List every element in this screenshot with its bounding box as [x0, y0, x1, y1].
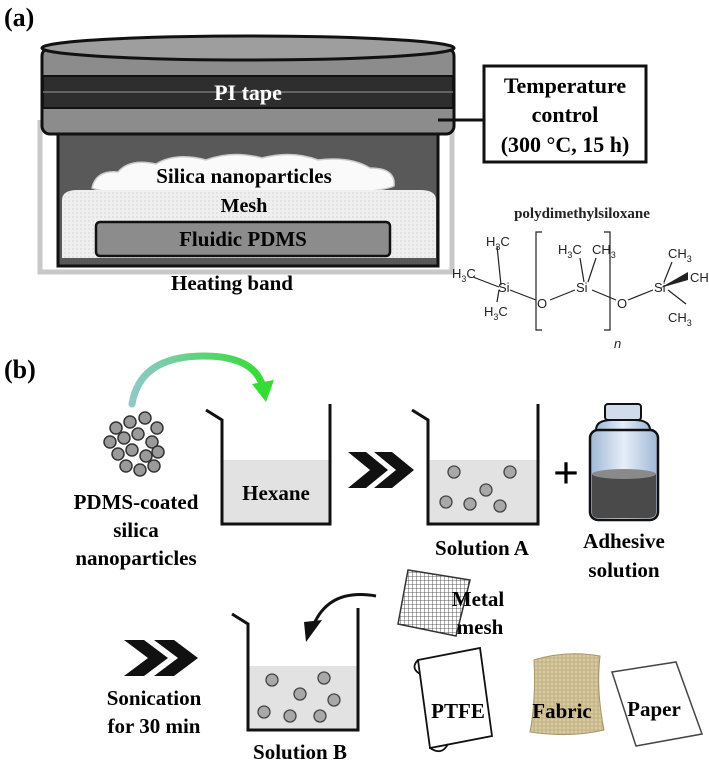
solution-b-beaker — [231, 608, 360, 732]
structure-title: polydimethylsiloxane — [514, 206, 650, 222]
vessel-lid — [40, 34, 456, 136]
paper-sheet — [611, 661, 704, 747]
metal-mesh-icon — [397, 569, 471, 637]
pdms-coated-line3: nanoparticles — [75, 546, 196, 570]
fluidic-pdms-label: Fluidic PDMS — [179, 227, 307, 251]
nanoparticle-cluster — [103, 411, 165, 477]
heating-band-label: Heating band — [171, 271, 293, 295]
hexane-beaker — [205, 404, 332, 526]
fabric-swatch — [529, 653, 605, 736]
mesh-label: Mesh — [221, 195, 268, 217]
ch3-top-mid-right: CH3 — [592, 242, 616, 260]
si-left: Si — [498, 280, 510, 295]
solution-a-beaker — [411, 404, 540, 526]
metal-mesh-line1: Metal — [452, 587, 505, 611]
fluidic-pdms-box — [94, 220, 392, 258]
transfer-arrow-black — [304, 593, 377, 642]
repeat-n: n — [614, 336, 621, 351]
ch3-mid-left: H3C — [452, 266, 476, 284]
temperature-box — [482, 64, 648, 164]
sonication-line1: Sonication — [107, 686, 202, 710]
temperature-line2: control — [532, 102, 599, 127]
paper-label: Paper — [627, 697, 681, 721]
o-left: O — [537, 296, 547, 311]
transfer-arrow-curved — [128, 352, 274, 408]
ch3-low-right: CH3 — [668, 310, 692, 328]
heating-band-outline — [37, 120, 455, 275]
adhesive-line1: Adhesive — [583, 529, 665, 553]
plus-sign: + — [553, 447, 579, 498]
ptfe-label: PTFE — [431, 699, 485, 723]
chevron-arrow-2 — [124, 640, 198, 676]
panel-a-label: (a) — [4, 3, 34, 32]
pi-tape-label: PI tape — [214, 80, 282, 105]
ptfe-sheet — [413, 646, 494, 753]
si-mid: Si — [576, 280, 588, 295]
ch3-top-mid: H3C — [558, 242, 582, 260]
ch3-right: CH3 — [690, 270, 709, 288]
solution-b-label: Solution B — [253, 740, 347, 764]
solution-a-label: Solution A — [435, 536, 530, 560]
ch3-top-right: CH3 — [668, 246, 692, 264]
metal-mesh-line2: mesh — [457, 615, 504, 639]
pdms-coated-line2: silica — [113, 518, 159, 542]
sonication-line2: for 30 min — [108, 714, 201, 738]
temperature-line1: Temperature — [504, 73, 626, 98]
o-right: O — [617, 296, 627, 311]
ch3-top-left: H3C — [486, 234, 510, 252]
pdms-structure: polydimethylsiloxane H3C H3C H3C Si O H3… — [452, 206, 709, 351]
fabric-label: Fabric — [532, 699, 591, 723]
adhesive-bottle — [588, 403, 660, 522]
adhesive-line2: solution — [588, 558, 660, 582]
panel-b-label: (b) — [4, 355, 36, 384]
chevron-arrow-1 — [348, 452, 414, 488]
hexane-label: Hexane — [242, 481, 310, 505]
temperature-line3: (300 °C, 15 h) — [501, 132, 630, 157]
ch3-low-left: H3C — [484, 304, 508, 322]
silica-label: Silica nanoparticles — [156, 164, 332, 188]
si-right: Si — [654, 280, 666, 295]
pdms-coated-line1: PDMS-coated — [74, 490, 199, 514]
